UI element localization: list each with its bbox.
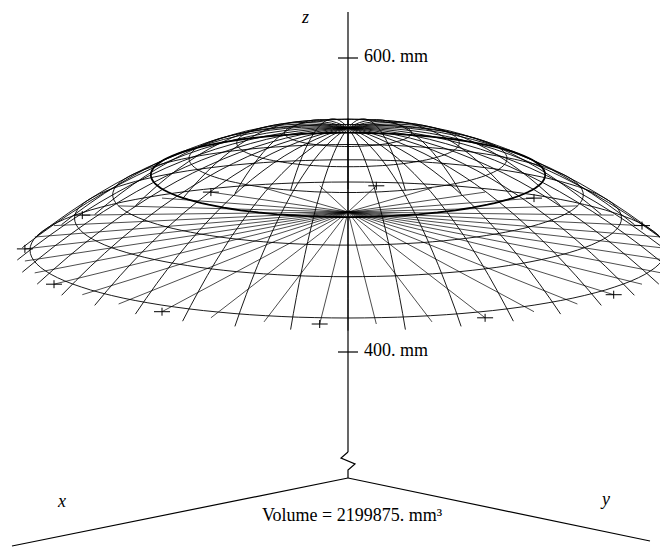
axis-label: 400. mm	[362, 341, 430, 361]
mesh-meridian	[135, 122, 348, 205]
mesh-meridian	[235, 120, 348, 194]
cable-line	[82, 212, 348, 215]
mesh-meridian	[348, 119, 349, 190]
cable-line	[348, 206, 577, 212]
cable-line	[348, 188, 432, 212]
axis-label: z	[300, 8, 311, 28]
mesh-meridian	[348, 128, 405, 330]
cable-line	[348, 212, 660, 249]
cable-line	[348, 212, 642, 284]
tick-mark	[338, 57, 358, 58]
mesh-meridian	[22, 128, 348, 272]
cable-line	[54, 212, 348, 284]
mesh-meridian	[348, 128, 561, 314]
cable-line	[25, 212, 348, 261]
cable-line	[54, 212, 348, 226]
axis-label: x	[56, 492, 68, 512]
mesh-meridian	[62, 126, 348, 225]
mesh-meridian	[95, 124, 348, 214]
anchor-cross	[46, 280, 62, 288]
cable-line	[211, 192, 348, 212]
cable-line	[348, 212, 660, 237]
cable-line	[320, 212, 348, 324]
mesh-meridian	[291, 119, 348, 191]
mesh-meridian	[348, 121, 513, 199]
mesh-meridian	[135, 128, 348, 314]
anchor-cross	[634, 222, 650, 230]
cable-line	[82, 212, 348, 295]
mesh-meridian	[348, 126, 634, 225]
cable-line	[162, 212, 348, 312]
mesh-meridian	[235, 128, 348, 326]
cable-line	[162, 198, 348, 212]
anchor-cross	[17, 245, 33, 253]
anchor-cross	[477, 314, 493, 322]
axis-label: y	[600, 490, 612, 510]
cable-line	[211, 212, 348, 318]
axis-label: 600. mm	[362, 47, 430, 67]
anchor-cross	[203, 188, 219, 196]
cable-line	[348, 212, 577, 304]
dome-mesh	[17, 119, 660, 331]
cable-line	[35, 212, 348, 237]
cable-line	[320, 186, 348, 212]
axis-label: Volume = 2199875. mm³	[260, 506, 444, 526]
cable-line	[348, 198, 534, 212]
anchor-cross	[74, 211, 90, 219]
tick-mark	[338, 351, 358, 352]
mesh-meridian	[22, 128, 348, 248]
mesh-ring	[30, 182, 660, 318]
anchor-cross	[312, 320, 328, 328]
z-axis	[347, 12, 348, 452]
mesh-meridian	[348, 127, 659, 236]
cable-line	[119, 212, 348, 304]
axes	[12, 12, 650, 546]
mesh-meridian	[183, 121, 348, 199]
anchor-cross	[154, 308, 170, 316]
anchor-cross	[368, 182, 384, 190]
cable-line	[348, 212, 614, 295]
mesh-meridian	[291, 128, 348, 330]
mesh-meridian	[17, 128, 348, 260]
axis-break	[341, 452, 355, 478]
anchor-cross	[526, 194, 542, 202]
cable-line	[25, 212, 348, 249]
mesh-meridian	[348, 128, 461, 326]
cable-line	[348, 212, 660, 261]
cable-line	[348, 212, 376, 324]
cable-line	[348, 212, 534, 312]
cable-line	[348, 212, 432, 322]
anchor-cross	[606, 291, 622, 299]
mesh-meridian	[37, 127, 348, 236]
